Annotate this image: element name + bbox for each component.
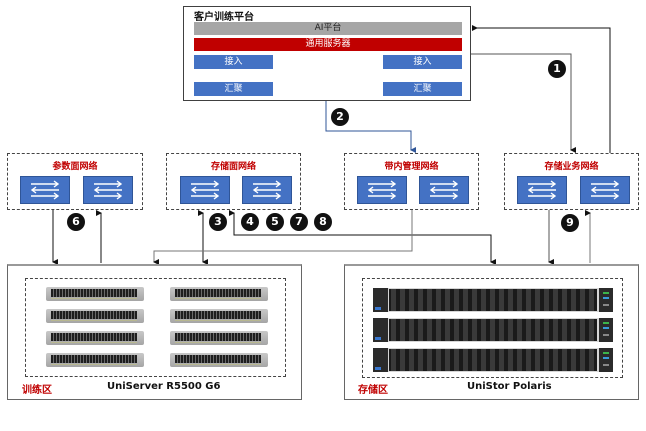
- link-4578: [229, 210, 496, 265]
- step-badge-9: 9: [561, 214, 579, 232]
- storage-plane-network: 存储面网络: [166, 153, 301, 210]
- platform-title: 客户训练平台: [194, 12, 254, 23]
- access-switch-left: 接入: [194, 55, 273, 69]
- link-1-down: [471, 53, 576, 153]
- step-badge-2: 2: [331, 108, 349, 126]
- training-zone-label: 训练区: [22, 385, 52, 396]
- storage-node: [373, 348, 613, 372]
- ai-platform-layer: AI平台: [194, 22, 462, 35]
- storage-node: [373, 318, 613, 342]
- step-badge-4: 4: [241, 213, 259, 231]
- switch-icon: [357, 176, 407, 204]
- general-server-layer: 通用服务器: [194, 38, 462, 51]
- switch-icon: [517, 176, 567, 204]
- network-title: 存储业务网络: [544, 162, 599, 172]
- network-title: 存储面网络: [210, 162, 256, 172]
- step-badge-6: 6: [67, 213, 85, 231]
- storage-model: UniStor Polaris: [467, 381, 552, 392]
- aggregation-switch-left: 汇聚: [194, 82, 273, 96]
- param-network: 参数面网络: [7, 153, 143, 210]
- inband-mgmt-network: 带内管理网络: [344, 153, 479, 210]
- storage-node-group: [362, 278, 623, 378]
- step-badge-1: 1: [548, 60, 566, 78]
- gpu-server: [170, 331, 268, 345]
- gpu-server: [46, 287, 144, 301]
- training-server-group: [25, 278, 286, 377]
- gpu-server: [170, 309, 268, 323]
- network-title: 带内管理网络: [384, 162, 439, 172]
- access-switch-right: 接入: [383, 55, 462, 69]
- training-server-model: UniServer R5500 G6: [107, 381, 221, 392]
- link-1-up: [472, 25, 611, 153]
- gpu-server: [46, 309, 144, 323]
- gpu-server: [170, 353, 268, 367]
- switch-icon: [20, 176, 70, 204]
- aggregation-switch-right: 汇聚: [383, 82, 462, 96]
- gpu-server: [46, 353, 144, 367]
- gpu-server: [170, 287, 268, 301]
- switch-icon: [419, 176, 469, 204]
- storage-zone-label: 存储区: [358, 385, 388, 396]
- switch-icon: [580, 176, 630, 204]
- step-badge-5: 5: [266, 213, 284, 231]
- storage-node: [373, 288, 613, 312]
- step-badge-3: 3: [209, 213, 227, 231]
- step-badge-8: 8: [314, 213, 332, 231]
- link-mgmt-training: [153, 210, 413, 265]
- switch-icon: [242, 176, 292, 204]
- step-badge-7: 7: [290, 213, 308, 231]
- switch-icon: [83, 176, 133, 204]
- storage-service-network: 存储业务网络: [504, 153, 639, 210]
- switch-icon: [180, 176, 230, 204]
- gpu-server: [46, 331, 144, 345]
- link-2: [325, 101, 416, 153]
- network-title: 参数面网络: [52, 162, 98, 172]
